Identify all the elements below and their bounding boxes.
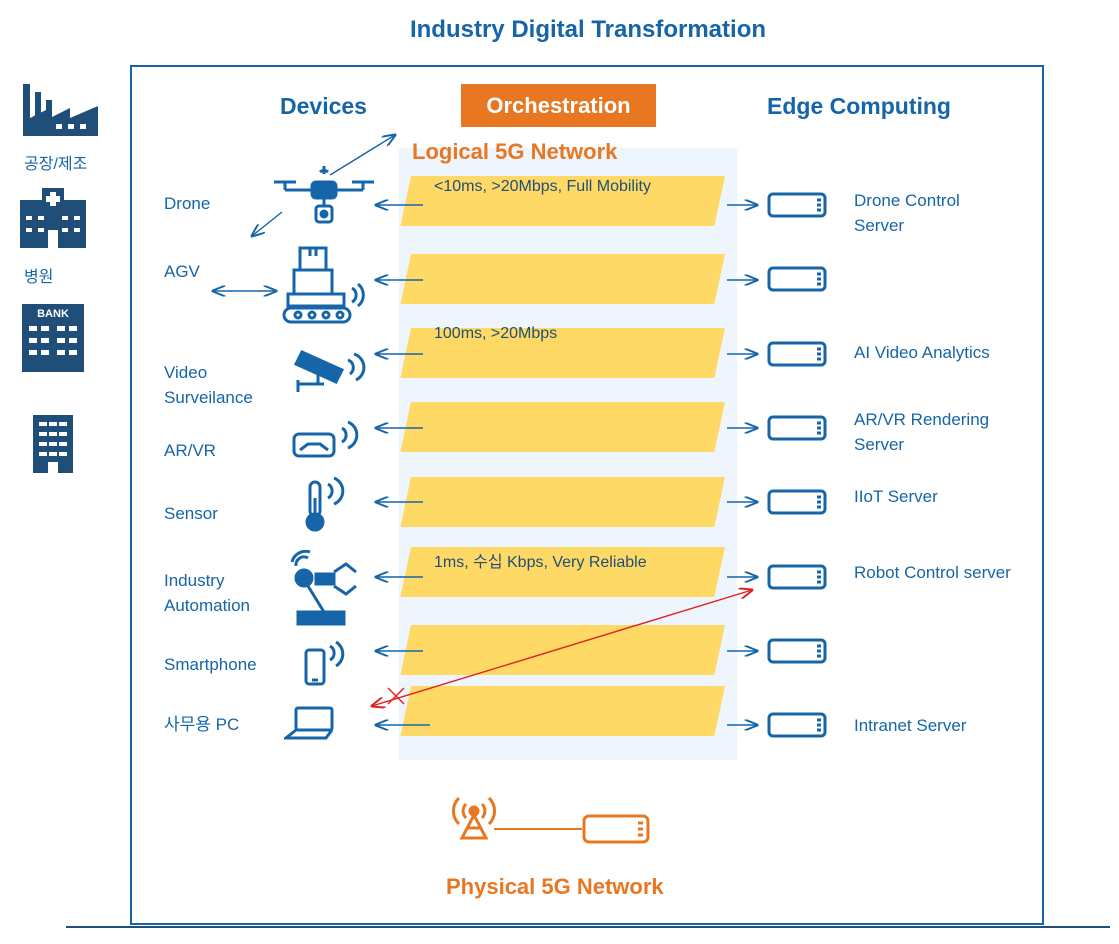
network-slice bbox=[400, 625, 725, 675]
diagram-frame bbox=[130, 65, 1044, 925]
network-slice bbox=[400, 254, 725, 304]
server-label-iiot: IIoT Server bbox=[854, 487, 938, 506]
server-icon bbox=[767, 564, 827, 590]
smartphone-icon bbox=[302, 640, 346, 688]
network-slice bbox=[400, 686, 725, 736]
devices-header: Devices bbox=[280, 93, 367, 119]
orchestration-header: Orchestration bbox=[461, 84, 656, 127]
server-label-intranet: Intranet Server bbox=[854, 716, 967, 735]
core-server-icon bbox=[582, 814, 650, 844]
server-icon bbox=[767, 192, 827, 218]
device-label-video: Video Surveilance bbox=[164, 363, 253, 407]
server-icon bbox=[767, 638, 827, 664]
slice-label-automation: 1ms, 수십 Kbps, Very Reliable bbox=[434, 554, 647, 571]
device-label-smartphone: Smartphone bbox=[164, 655, 257, 674]
server-label-robot: Robot Control server bbox=[854, 563, 1011, 582]
cctv-camera-icon bbox=[288, 344, 368, 396]
baseline-divider bbox=[66, 926, 1110, 928]
server-icon bbox=[767, 266, 827, 292]
logical-network-title: Logical 5G Network bbox=[412, 139, 618, 164]
device-label-automation: Industry Automation bbox=[164, 571, 250, 615]
server-icon bbox=[767, 415, 827, 441]
diagram-title: Industry Digital Transformation bbox=[409, 16, 767, 43]
factory-icon bbox=[20, 78, 100, 140]
device-label-pc: 사무용 PC bbox=[164, 715, 240, 734]
bank-sign: BANK bbox=[37, 308, 69, 320]
industry-label-factory: 공장/제조 bbox=[24, 156, 88, 173]
device-label-drone: Drone bbox=[164, 194, 211, 213]
device-label-sensor: Sensor bbox=[164, 504, 218, 523]
server-icon bbox=[767, 341, 827, 367]
server-icon bbox=[767, 712, 827, 738]
industry-label-hospital: 병원 bbox=[24, 269, 54, 286]
cell-tower-icon bbox=[446, 792, 502, 842]
vr-headset-icon bbox=[290, 418, 360, 462]
server-label-arvr: AR/VR Rendering Server bbox=[854, 410, 990, 454]
hospital-icon bbox=[18, 186, 88, 250]
agv-icon bbox=[282, 244, 368, 328]
bank-icon: BANK bbox=[20, 302, 86, 374]
network-slice bbox=[400, 477, 725, 527]
office-building-icon bbox=[32, 414, 74, 474]
laptop-icon bbox=[284, 704, 338, 740]
server-label-drone: Drone Control Server bbox=[854, 191, 960, 235]
physical-link bbox=[494, 828, 582, 830]
slice-label-drone: <10ms, >20Mbps, Full Mobility bbox=[434, 178, 651, 195]
edge-computing-header: Edge Computing bbox=[767, 93, 951, 119]
physical-network-title: Physical 5G Network bbox=[446, 874, 664, 899]
slice-label-video: 100ms, >20Mbps bbox=[434, 325, 558, 342]
server-icon bbox=[767, 489, 827, 515]
device-label-arvr: AR/VR bbox=[164, 441, 216, 460]
robot-arm-icon bbox=[290, 550, 362, 628]
thermometer-icon bbox=[300, 474, 346, 534]
server-label-ai-video: AI Video Analytics bbox=[854, 343, 990, 362]
device-label-agv: AGV bbox=[164, 262, 200, 281]
network-slice bbox=[400, 402, 725, 452]
drone-icon bbox=[270, 162, 380, 228]
